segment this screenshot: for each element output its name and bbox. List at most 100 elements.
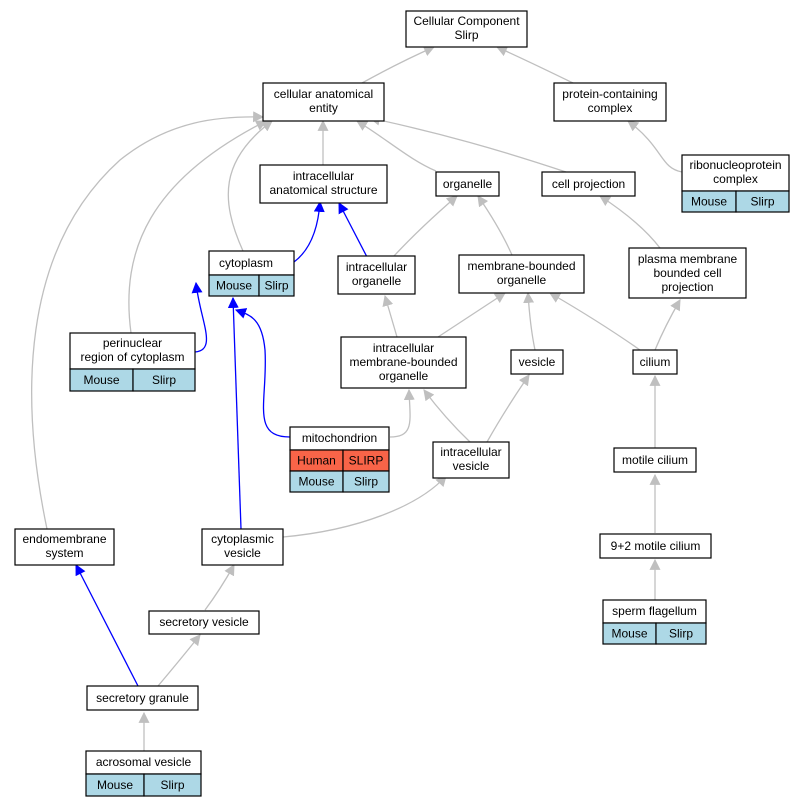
edge-mbo-organelle [477, 195, 513, 256]
edge-imbo-io [382, 294, 398, 338]
gene-slirp-label: Slirp [750, 195, 774, 209]
node-label: intracellular [346, 260, 407, 274]
node-label: membrane-bounded [467, 259, 575, 273]
node-cytoplasm[interactable]: cytoplasm Mouse Slirp [208, 250, 295, 297]
node-label: Slirp [454, 28, 478, 42]
edge-mito-imbo [389, 388, 415, 438]
species-mouse-label: Mouse [691, 195, 727, 209]
edge-secves-cytovesicle [204, 564, 235, 611]
edge-pcc-root [495, 46, 574, 84]
node-label: intracellular [440, 445, 501, 459]
edge-perinuclear-cytoplasm [191, 281, 208, 353]
node-cilium[interactable]: cilium [632, 349, 678, 375]
edge-cae-root [361, 45, 436, 84]
node-label: bounded cell [653, 266, 721, 280]
node-cellular-component-slirp[interactable]: Cellular Component Slirp [405, 10, 528, 48]
node-9-2-motile-cilium[interactable]: 9+2 motile cilium [599, 533, 712, 559]
edge-io-ias [338, 202, 368, 258]
node-endomembrane-system[interactable]: endomembrane system [14, 528, 115, 566]
node-label: intracellular [373, 341, 434, 355]
edge-io-organelle [393, 195, 458, 257]
node-label: endomembrane [22, 532, 106, 546]
node-label: sperm flagellum [612, 604, 697, 618]
node-label: entity [309, 101, 338, 115]
node-label: ribonucleoprotein [689, 158, 781, 172]
node-label: anatomical structure [269, 183, 377, 197]
node-label: intracellular [293, 169, 354, 183]
node-label: mitochondrion [302, 431, 377, 445]
node-label: membrane-bounded [349, 355, 457, 369]
edge-ivesicle-imbo [423, 389, 471, 443]
node-intracellular-vesicle[interactable]: intracellular vesicle [432, 441, 510, 479]
node-label: cytoplasmic [211, 532, 274, 546]
node-cell-projection[interactable]: cell projection [541, 171, 636, 197]
node-label: cell projection [552, 177, 625, 191]
node-label: cellular anatomical [274, 87, 373, 101]
node-label: protein-containing [562, 87, 657, 101]
node-label: perinuclear [103, 336, 162, 350]
edge-imbo-mbo [437, 292, 506, 338]
node-acrosomal-vesicle[interactable]: acrosomal vesicle Mouse Slirp [85, 750, 202, 797]
gene-slirp-label: Slirp [669, 627, 693, 641]
node-label: organelle [379, 369, 429, 383]
species-mouse-label: Mouse [83, 373, 119, 387]
node-label: organelle [497, 273, 547, 287]
gene-slirp-label: Slirp [152, 373, 176, 387]
node-label: Cellular Component [413, 14, 520, 28]
node-motile-cilium[interactable]: motile cilium [613, 447, 697, 473]
node-cytoplasmic-vesicle[interactable]: cytoplasmic vesicle [201, 528, 284, 566]
edge-cytovesicle-ivesicle [282, 475, 447, 538]
edge-organelle-cae [356, 120, 437, 172]
node-label: complex [588, 101, 633, 115]
node-membrane-bounded-organelle[interactable]: membrane-bounded organelle [458, 254, 585, 294]
edge-mito-cytoplasm [234, 308, 291, 438]
node-cellular-anatomical-entity[interactable]: cellular anatomical entity [262, 82, 385, 122]
edge-cilium-pmbcp [654, 299, 681, 351]
edge-secgran-endo [75, 564, 139, 687]
node-intracellular-membrane-bounded-organelle[interactable]: intracellular membrane-bounded organelle [340, 336, 467, 389]
edge-endo-cae [31, 111, 265, 530]
edge-perinuclear-cae [128, 120, 267, 334]
edge-ribo-pcc [627, 120, 683, 173]
species-human-label: Human [297, 454, 336, 468]
edges [31, 45, 683, 751]
gene-slirp-label: Slirp [264, 279, 288, 293]
node-secretory-granule[interactable]: secretory granule [86, 685, 199, 711]
edge-cytoplasm-cae [227, 120, 273, 252]
node-label: vesicle [453, 459, 490, 473]
node-label: secretory granule [96, 691, 189, 705]
nodes: Cellular Component Slirp cellular anatom… [14, 10, 790, 797]
node-protein-containing-complex[interactable]: protein-containing complex [553, 82, 667, 122]
node-secretory-vesicle[interactable]: secretory vesicle [148, 610, 260, 635]
node-label: cilium [640, 355, 671, 369]
node-vesicle[interactable]: vesicle [510, 349, 564, 375]
node-intracellular-organelle[interactable]: intracellular organelle [337, 255, 416, 295]
node-perinuclear-region-of-cytoplasm[interactable]: perinuclear region of cytoplasm Mouse Sl… [69, 332, 196, 392]
node-organelle[interactable]: organelle [435, 171, 500, 197]
node-label: acrosomal vesicle [96, 755, 192, 769]
species-mouse-label: Mouse [611, 627, 647, 641]
node-label: motile cilium [622, 453, 688, 467]
edge-pmbcp-cellproj [599, 195, 661, 249]
node-sperm-flagellum[interactable]: sperm flagellum Mouse Slirp [602, 599, 707, 645]
node-plasma-membrane-bounded-cell-projection[interactable]: plasma membrane bounded cell projection [628, 247, 747, 299]
species-mouse-label: Mouse [298, 475, 334, 489]
edge-cellproj-cae [368, 114, 567, 173]
node-label: plasma membrane [638, 252, 738, 266]
edge-vesicle-mbo [523, 291, 536, 351]
node-label: 9+2 motile cilium [611, 539, 701, 553]
edge-ivesicle-vesicle [486, 374, 530, 443]
gene-slirp-label: SLIRP [349, 454, 384, 468]
node-label: secretory vesicle [159, 615, 249, 629]
edge-cilium-mbo [549, 292, 641, 351]
node-label: projection [661, 280, 713, 294]
species-mouse-label: Mouse [97, 778, 133, 792]
node-intracellular-anatomical-structure[interactable]: intracellular anatomical structure [259, 164, 388, 204]
edge-secgran-secves [157, 634, 201, 687]
node-mitochondrion[interactable]: mitochondrion Human SLIRP Mouse Slirp [289, 426, 390, 493]
node-ribonucleoprotein-complex[interactable]: ribonucleoprotein complex Mouse Slirp [681, 154, 790, 213]
node-label: vesicle [519, 355, 556, 369]
species-mouse-label: Mouse [216, 279, 252, 293]
node-label: cytoplasm [219, 256, 273, 270]
